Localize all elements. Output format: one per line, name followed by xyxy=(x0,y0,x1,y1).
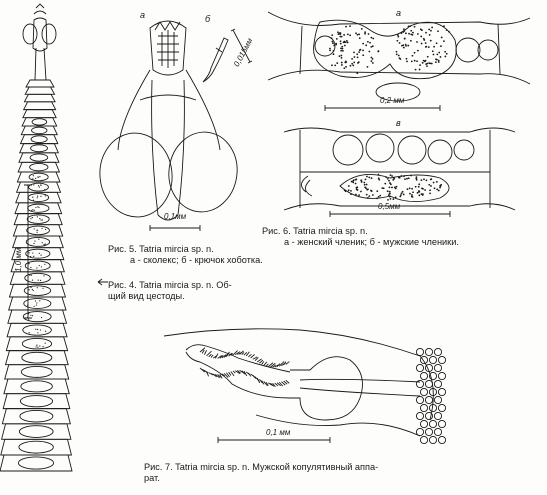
fig6-caption: Рис. 6. Tatria mircia sp. n. а - женский… xyxy=(262,226,459,248)
fig5-b-label: б xyxy=(205,14,211,24)
fig6-b-label: в xyxy=(396,118,401,128)
fig7-caption: Рис. 7. Tatria mircia sp. n. Мужской коп… xyxy=(144,462,378,484)
fig6b-male-proglottids-drawing xyxy=(283,127,516,217)
fig6-caption-line2: а - женский членик; б - мужские членики. xyxy=(284,237,459,247)
fig7-scale-label: 0,1 мм xyxy=(266,428,291,437)
fig7-caption-line2: рат. xyxy=(144,473,160,483)
fig6a-female-proglottid-drawing xyxy=(267,11,531,111)
fig5-caption-line1: Рис. 5. Tatria mircia sp. n. xyxy=(108,244,214,254)
fig5a-scale-label: 0,1мм xyxy=(164,212,187,221)
fig5-caption: Рис. 5. Tatria mircia sp. n. а - сколекс… xyxy=(108,244,263,266)
fig7-caption-line1: Рис. 7. Tatria mircia sp. n. Мужской коп… xyxy=(144,462,379,472)
fig5-caption-line2: а - сколекс; б - крючок хоботка. xyxy=(130,255,263,265)
fig6-caption-line1: Рис. 6. Tatria mircia sp. n. xyxy=(262,226,368,236)
fig4-whole-cestode-drawing xyxy=(0,3,108,472)
fig4-scale-label: 1,0 мм xyxy=(14,247,23,272)
fig4-caption-line2: щий вид цестоды. xyxy=(108,291,185,301)
fig5a-scolex-drawing xyxy=(99,20,238,231)
fig4-caption-line1: Рис. 4. Tatria mircia sp. n. Об- xyxy=(108,280,232,290)
fig5-a-label: а xyxy=(140,10,146,20)
fig5b-hook-drawing xyxy=(202,28,253,83)
fig4-caption: Рис. 4. Tatria mircia sp. n. Об- щий вид… xyxy=(108,280,232,302)
fig7-copulatory-apparatus-drawing xyxy=(163,328,447,445)
fig6a-scale-label: 0,2 мм xyxy=(380,96,405,105)
fig6b-scale-label: 0,5мм xyxy=(378,202,401,211)
fig6-a-label: а xyxy=(396,8,402,18)
